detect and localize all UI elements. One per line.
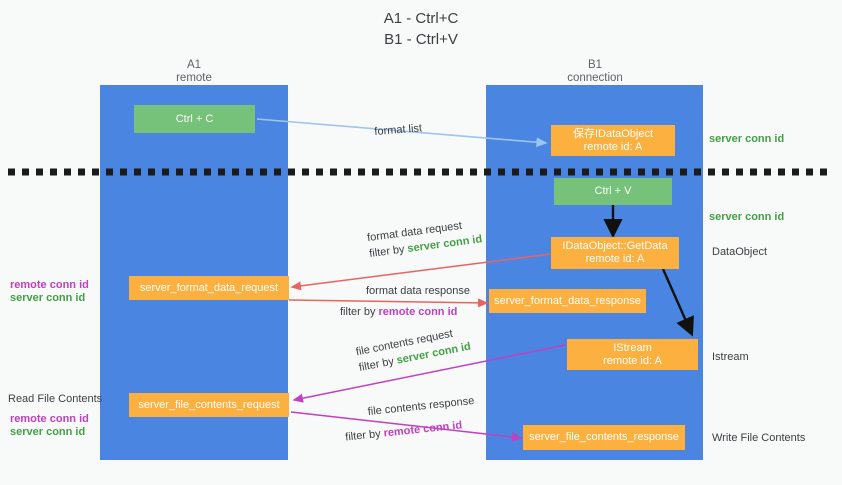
- box-save-idataobject-line1: 保存IDataObject: [572, 127, 654, 140]
- box-getdata-line1: IDataObject::GetData: [562, 240, 668, 252]
- filter-prefix: filter by: [340, 306, 379, 318]
- left-label-mid-remote-conn-id: remote conn id: [10, 279, 89, 291]
- title-line-1: A1 - Ctrl+C: [383, 10, 459, 27]
- left-label-low-server-conn-id: server conn id: [10, 426, 86, 438]
- edge-label-format-list: format list: [373, 122, 423, 139]
- filter-value-remote-conn-id: remote conn id: [383, 419, 463, 440]
- right-label-istream: Istream: [712, 351, 749, 363]
- column-a1-sub: remote: [176, 72, 212, 84]
- box-ctrl-c-label: Ctrl + C: [175, 112, 214, 125]
- column-header-b1: B1 connection: [505, 59, 685, 85]
- filter-prefix: filter by: [368, 243, 409, 260]
- edge-label-group-file-contents-response: file contents response filter by remote …: [345, 393, 487, 444]
- box-istream[interactable]: IStream remote id: A: [567, 339, 698, 370]
- edge-label-format-data-response: format data response: [366, 285, 470, 297]
- box-istream-line2: remote id: A: [603, 354, 662, 367]
- right-label-server-conn-id-top: server conn id: [709, 133, 785, 145]
- column-b1-sub: connection: [567, 72, 623, 84]
- box-save-idataobject[interactable]: 保存IDataObject remote id: A: [551, 125, 675, 156]
- box-server-format-data-request[interactable]: server_format_data_request: [129, 276, 289, 300]
- filter-prefix: filter by: [344, 427, 385, 444]
- box-idataobject-getdata[interactable]: IDataObject::GetData remote id: A: [551, 237, 679, 269]
- box-server-format-data-response-label: server_format_data_response: [494, 294, 641, 307]
- diagram-title: A1 - Ctrl+C B1 - Ctrl+V: [0, 8, 842, 50]
- edge-label-group-format-data-request: format data request filter by server con…: [366, 216, 482, 260]
- box-server-file-contents-response-label: server_file_contents_response: [529, 431, 679, 443]
- box-server-file-contents-request-label: server_file_contents_request: [138, 398, 280, 411]
- box-ctrl-v-label: Ctrl + V: [594, 185, 632, 197]
- box-server-file-contents-response[interactable]: server_file_contents_response: [523, 425, 685, 450]
- left-label-low-remote-conn-id: remote conn id: [10, 413, 89, 425]
- box-server-format-data-response[interactable]: server_format_data_response: [489, 289, 646, 313]
- arrow-format-data-response: [288, 298, 489, 308]
- right-label-write-file-contents: Write File Contents: [712, 432, 806, 444]
- right-label-dataobject: DataObject: [712, 246, 768, 258]
- edge-label-file-contents-response-filter: filter by remote conn id: [345, 418, 463, 444]
- box-getdata-line2: remote id: A: [585, 253, 645, 265]
- edge-label-group-file-contents-request: file contents request filter by server c…: [355, 324, 472, 374]
- edge-label-format-data-response-filter: filter by remote conn id: [340, 305, 457, 319]
- box-ctrl-v[interactable]: Ctrl + V: [554, 178, 672, 205]
- left-label-read-file-contents: Read File Contents: [8, 393, 103, 405]
- filter-value-remote-conn-id: remote conn id: [378, 306, 458, 318]
- box-server-format-data-request-label: server_format_data_request: [139, 281, 279, 294]
- box-ctrl-c[interactable]: Ctrl + C: [134, 105, 255, 133]
- column-a1-name: A1: [186, 59, 202, 71]
- left-label-mid-server-conn-id: server conn id: [10, 292, 86, 304]
- right-label-server-conn-id-mid: server conn id: [709, 211, 785, 223]
- column-header-a1: A1 remote: [104, 59, 284, 85]
- box-istream-line1: IStream: [613, 341, 652, 354]
- box-server-file-contents-request[interactable]: server_file_contents_request: [129, 393, 289, 417]
- box-save-idataobject-line2: remote id: A: [583, 140, 643, 153]
- column-b1-name: B1: [587, 59, 603, 71]
- title-line-2: B1 - Ctrl+V: [384, 31, 458, 48]
- edge-label-file-contents-response: file contents response: [367, 394, 475, 419]
